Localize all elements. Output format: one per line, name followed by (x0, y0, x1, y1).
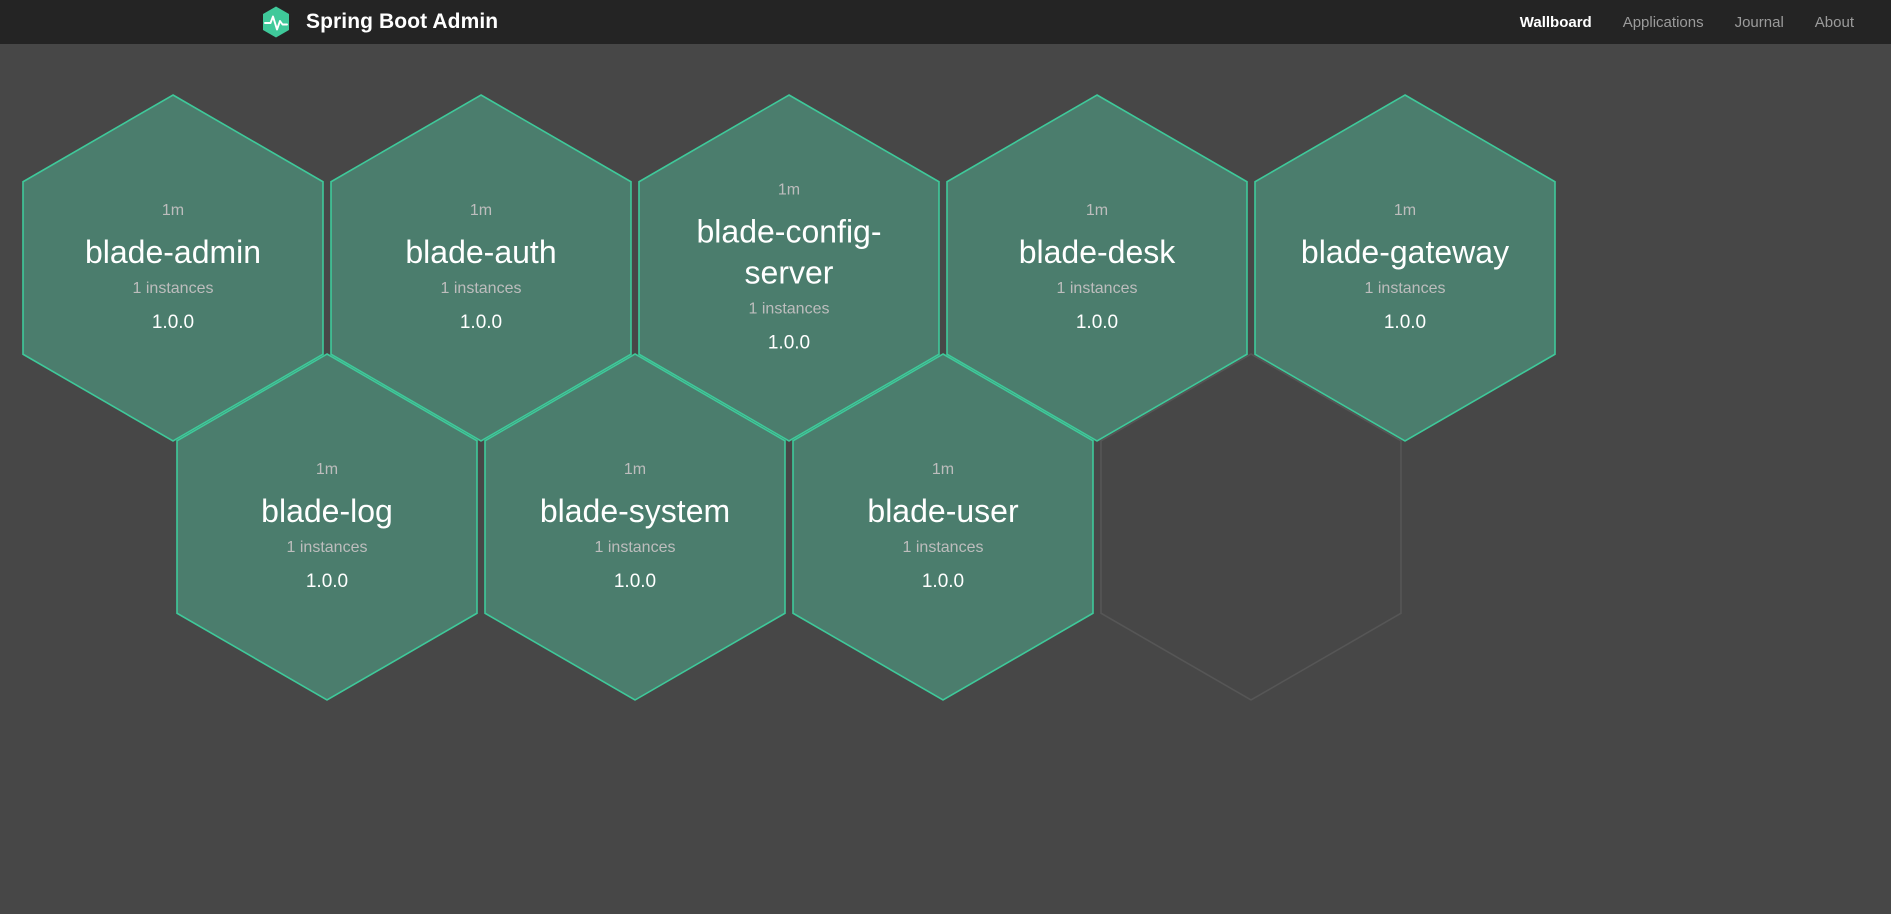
nav-item-wallboard[interactable]: Wallboard (1519, 13, 1592, 31)
nav-item-applications[interactable]: Applications (1622, 13, 1704, 31)
empty-hexagon-placeholder (1100, 353, 1402, 701)
brand-home-link[interactable]: Spring Boot Admin (258, 4, 498, 40)
top-navbar: Spring Boot Admin Wallboard Applications… (0, 0, 1891, 44)
app-title: Spring Boot Admin (306, 10, 499, 33)
nav-item-journal[interactable]: Journal (1734, 13, 1784, 31)
nav-item-about[interactable]: About (1814, 13, 1854, 31)
heartbeat-hexagon-icon (258, 4, 294, 40)
main-nav: Wallboard Applications Journal About (1520, 14, 1854, 31)
